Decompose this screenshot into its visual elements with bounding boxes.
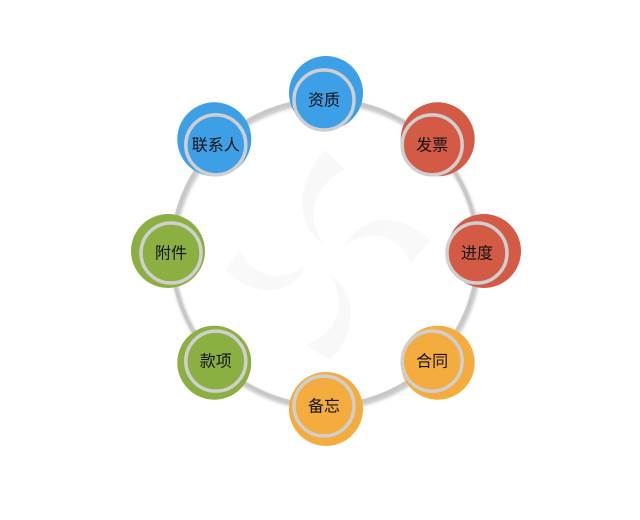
node-inner-circle <box>139 221 203 285</box>
node-5[interactable]: 备忘 <box>289 372 363 446</box>
node-inner-circle <box>400 113 464 177</box>
node-label: 备忘 <box>308 397 340 416</box>
node-label: 联系人 <box>192 135 240 154</box>
node-label: 进度 <box>461 244 493 263</box>
node-7[interactable]: 附件 <box>131 214 205 288</box>
node-3[interactable]: 进度 <box>445 214 521 288</box>
node-2[interactable]: 发票 <box>400 102 475 177</box>
node-inner-circle <box>292 68 356 132</box>
node-8[interactable]: 联系人 <box>177 102 252 177</box>
node-label: 附件 <box>155 244 187 263</box>
node-inner-circle <box>184 113 248 177</box>
node-label: 资质 <box>308 91 340 110</box>
watermark-logo <box>225 150 430 360</box>
node-inner-circle <box>400 329 464 393</box>
node-inner-circle <box>184 329 248 393</box>
node-4[interactable]: 合同 <box>400 325 475 400</box>
node-label: 发票 <box>416 135 448 154</box>
node-1[interactable]: 资质 <box>289 56 363 132</box>
node-inner-circle <box>292 374 356 438</box>
node-6[interactable]: 款项 <box>177 325 252 400</box>
node-inner-circle <box>445 221 509 285</box>
node-label: 款项 <box>200 352 232 371</box>
node-label: 合同 <box>416 352 448 371</box>
